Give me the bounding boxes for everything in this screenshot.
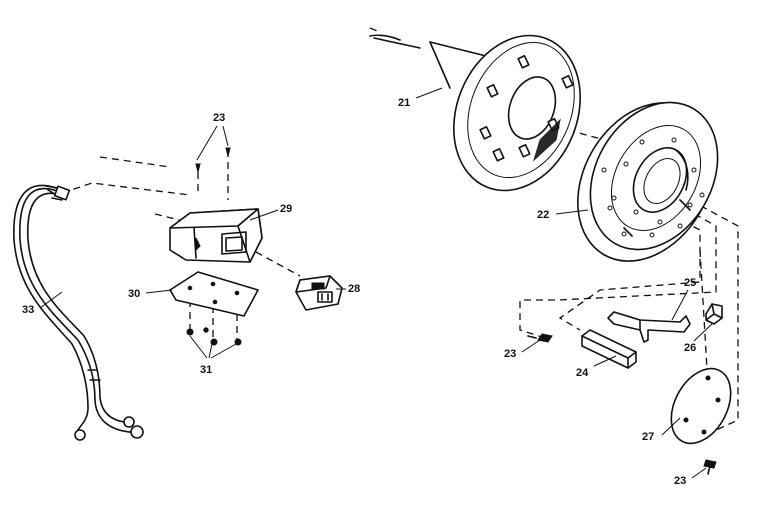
callout-23-bottom: 23 [674,475,687,487]
mounting-plate-30 [169,271,259,317]
callout-29: 29 [280,203,293,215]
disc-27 [670,367,732,445]
key-24 [581,329,637,369]
callout-31: 31 [200,364,213,376]
screws-23-top [195,147,231,173]
callout-30: 30 [128,288,141,300]
screws-31 [186,327,242,346]
callout-22: 22 [537,209,550,221]
callout-21: 21 [398,97,411,109]
callout-23-top: 23 [213,112,226,124]
callout-25: 25 [684,277,697,289]
wire-harness-33 [13,184,144,441]
stator-cover-21 [369,34,581,192]
nut-26 [705,303,723,325]
switch-housing-29 [169,208,263,263]
callout-27: 27 [642,431,655,443]
rocker-switch-28 [295,275,343,311]
callout-23-mid: 23 [504,348,517,360]
screws-23-lower [527,333,717,475]
leader-lines [39,87,713,479]
callout-28: 28 [348,283,361,295]
dashed-assembly-lines [61,27,739,433]
callout-24: 24 [576,367,589,379]
callout-26: 26 [684,342,697,354]
callout-33: 33 [22,304,35,316]
pin-25 [607,311,691,343]
flywheel-22 [577,101,719,262]
